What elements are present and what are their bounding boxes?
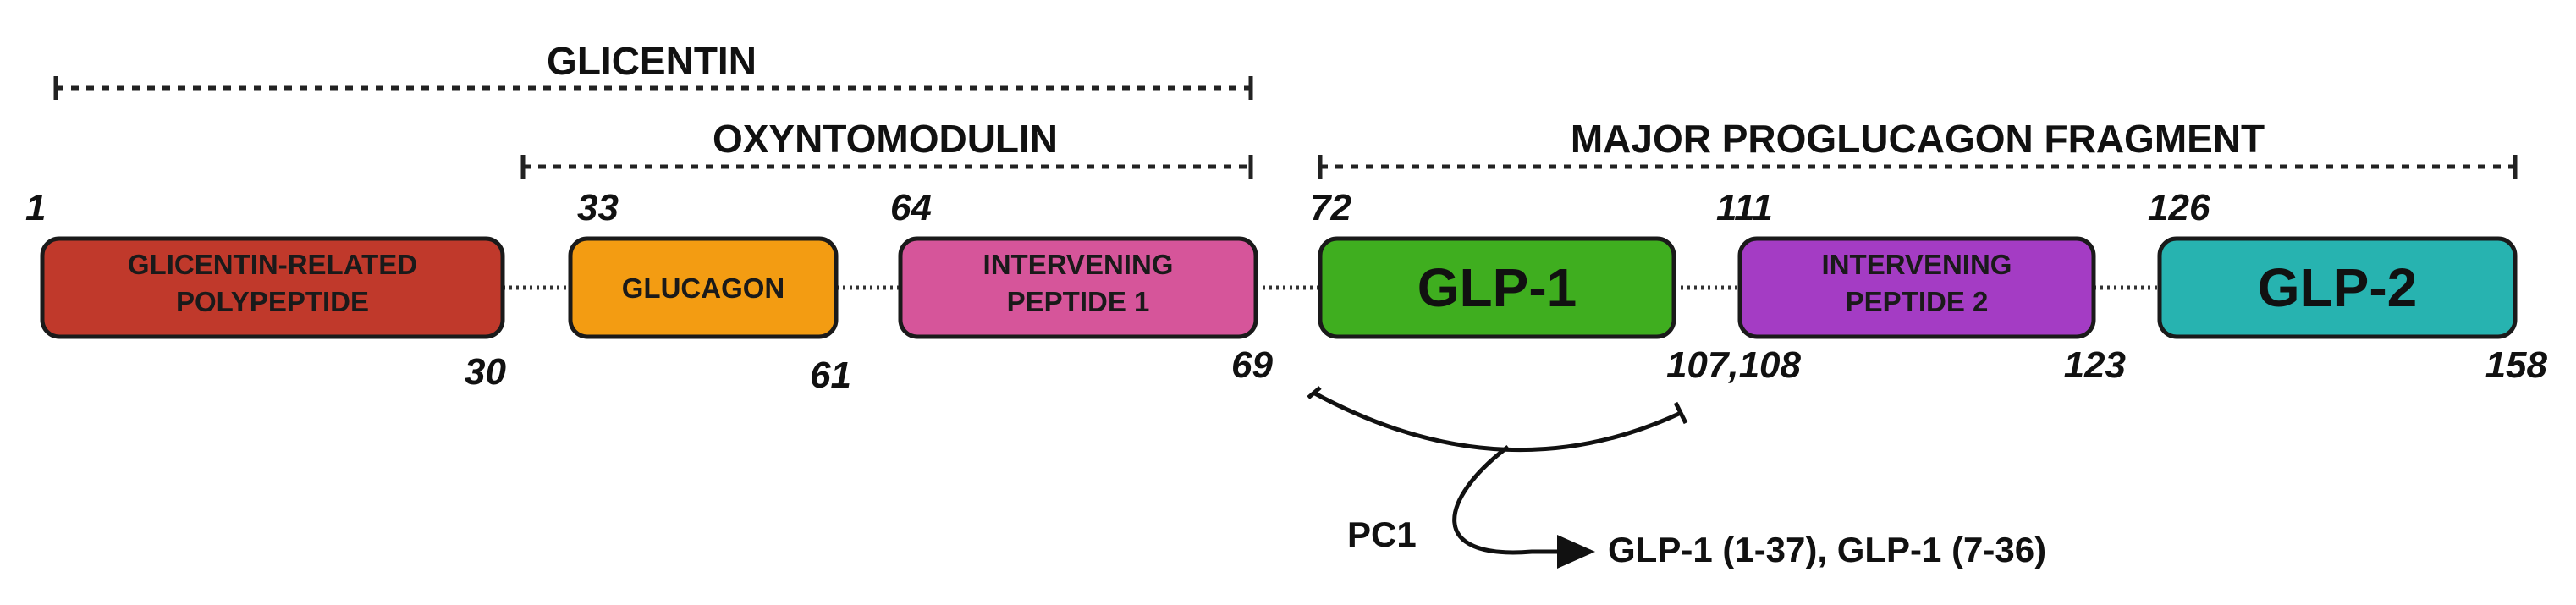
range-label-oxyntomodulin: OXYNTOMODULIN (713, 117, 1058, 161)
segment-box-glp1 (1318, 236, 1676, 339)
cleavage-bracket-tick-left (1307, 386, 1322, 399)
range-label-glicentin: GLICENTIN (547, 39, 757, 83)
cleavage-arrow (1452, 445, 1595, 569)
position-end-glucagon: 61 (810, 355, 851, 396)
segment-box-ip1 (898, 236, 1258, 339)
segment-box-glucagon (568, 236, 839, 339)
segment-box-glp2 (2157, 236, 2518, 339)
cleavage-products: GLP-1 (1-37), GLP-1 (7-36) (1608, 530, 2046, 569)
segment-label-grpp-line2: POLYPEPTIDE (176, 286, 369, 317)
position-start-ip2: 111 (1716, 187, 1773, 228)
position-end-ip2: 123 (2064, 344, 2126, 386)
segment-label-ip2-line1: INTERVENING (1822, 249, 2012, 280)
position-start-ip1: 64 (890, 187, 932, 228)
segment-label-glp2: GLP-2 (2258, 257, 2417, 318)
segment-glucagon: GLUCAGON 33 61 (568, 187, 851, 396)
segment-label-glp1: GLP-1 (1417, 257, 1577, 318)
position-start-glucagon: 33 (577, 187, 619, 228)
segment-label-ip1-line2: PEPTIDE 1 (1007, 286, 1150, 317)
enzyme-label: PC1 (1347, 514, 1417, 554)
position-start-grpp: 1 (25, 187, 46, 228)
segment-ip1: INTERVENING PEPTIDE 1 64 69 (890, 187, 1274, 386)
segment-grpp: GLICENTIN-RELATED POLYPEPTIDE 1 30 (25, 187, 507, 393)
position-end-glp2: 158 (2485, 344, 2548, 386)
segment-label-grpp-line1: GLICENTIN-RELATED (128, 249, 417, 280)
segment-box-grpp (40, 236, 505, 339)
segment-box-ip2 (1737, 236, 2096, 339)
segment-label-ip1-line1: INTERVENING (983, 249, 1174, 280)
position-start-glp2: 126 (2148, 187, 2210, 228)
cleavage-bracket-tick-right (1673, 401, 1688, 425)
range-mpgf: MAJOR PROGLUCAGON FRAGMENT (1318, 117, 2518, 179)
position-start-glp1: 72 (1310, 187, 1351, 228)
range-glicentin: GLICENTIN (53, 39, 1253, 100)
position-end-glp1: 107,108 (1666, 344, 1802, 386)
range-oxyntomodulin: OXYNTOMODULIN (520, 117, 1253, 179)
position-end-grpp: 30 (465, 351, 506, 393)
pc1-cleavage: PC1 GLP-1 (1-37), GLP-1 (7-36) (1307, 386, 2046, 569)
position-end-ip1: 69 (1231, 344, 1273, 386)
segment-glp1: GLP-1 72 107,108 (1310, 187, 1802, 386)
segment-glp2: GLP-2 126 158 (2148, 187, 2548, 386)
segment-ip2: INTERVENING PEPTIDE 2 111 123 (1716, 187, 2126, 386)
cleavage-bracket (1312, 390, 1682, 453)
range-label-mpgf: MAJOR PROGLUCAGON FRAGMENT (1571, 117, 2265, 161)
segment-label-glucagon: GLUCAGON (622, 272, 785, 304)
segment-label-ip2-line2: PEPTIDE 2 (1846, 286, 1989, 317)
